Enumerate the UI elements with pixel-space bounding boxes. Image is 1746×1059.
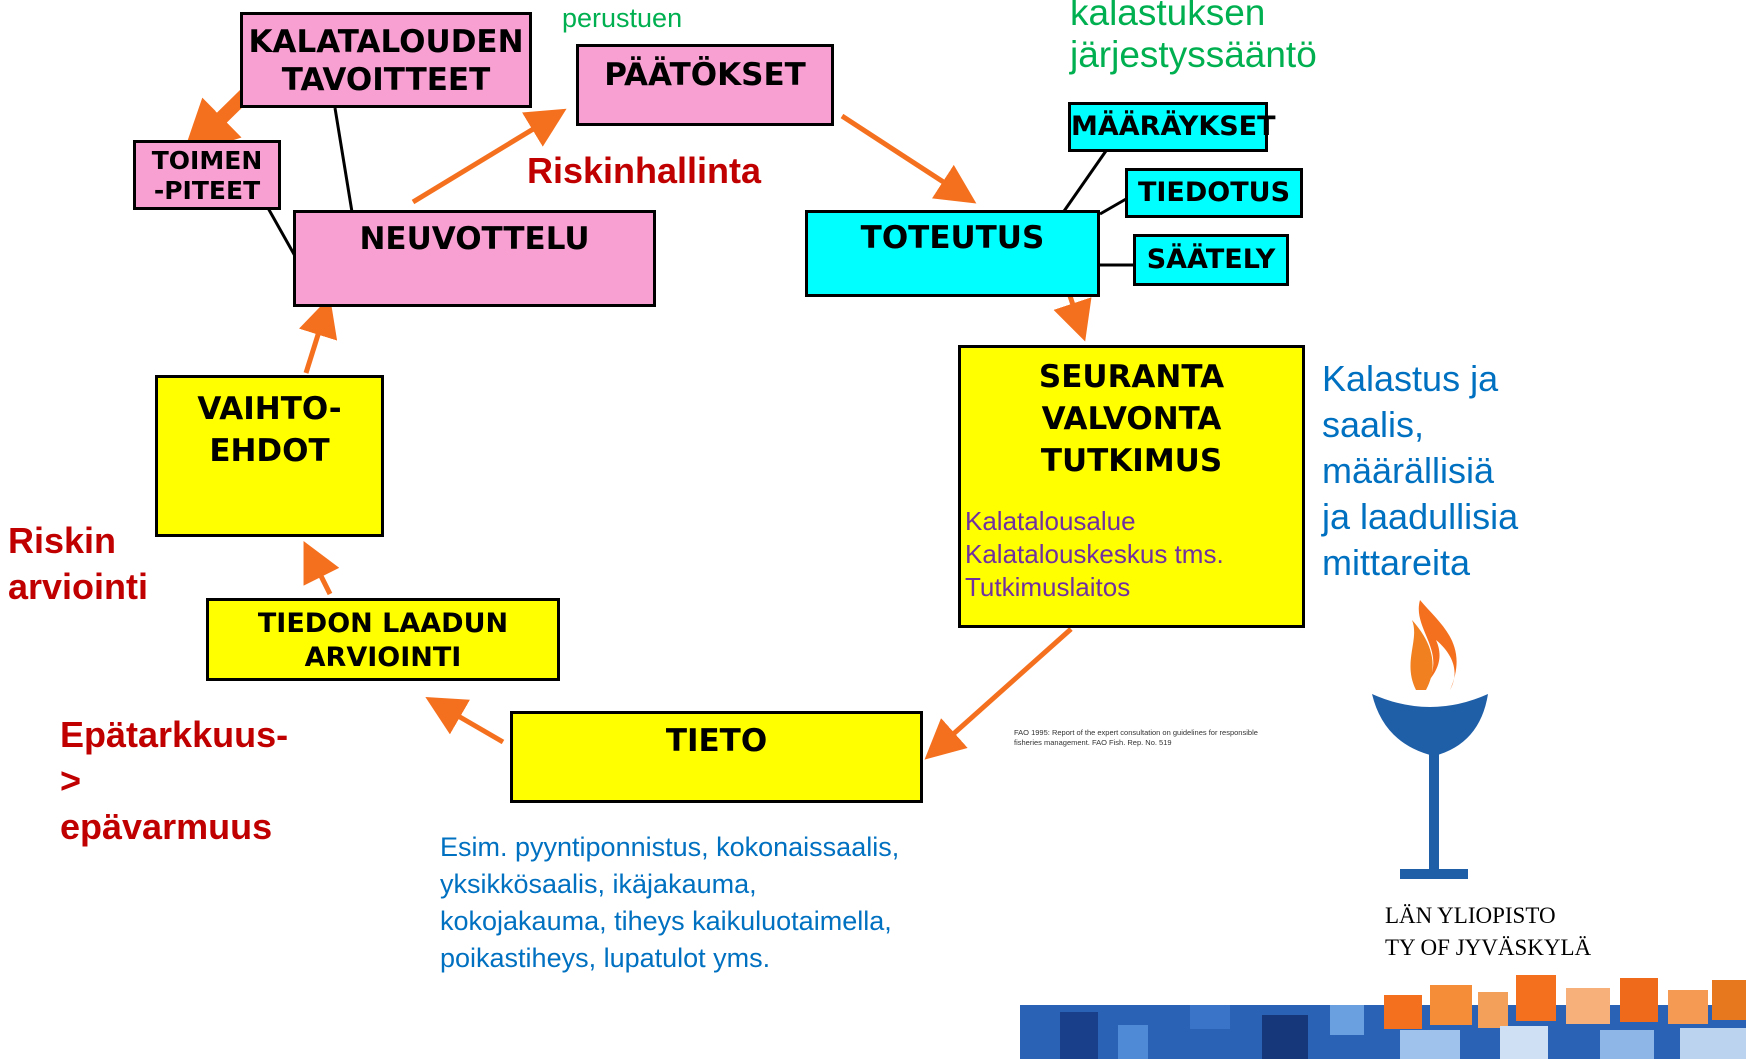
- tieto-example-line-1: Esim. pyyntiponnistus, kokonaissaalis,: [440, 832, 900, 862]
- band-block: [1566, 988, 1610, 1024]
- label-fao-reference: FAO 1995: Report of the expert consultat…: [1014, 728, 1258, 748]
- box-vaihtoehdot-line-1: VAIHTO-: [197, 391, 342, 427]
- fao-reference-line-1: FAO 1995: Report of the expert consultat…: [1014, 728, 1258, 737]
- box-seuranta: SEURANTA VALVONTA TUTKIMUS Kalatalousalu…: [958, 345, 1305, 628]
- box-vaihtoehdot: VAIHTO- EHDOT: [155, 375, 384, 537]
- label-kalastuksen-line-1: kalastuksen: [1070, 0, 1266, 33]
- flame-shape-2: [1410, 620, 1433, 690]
- box-saately: SÄÄTELY: [1133, 234, 1289, 286]
- arrow-neuvottelu-paatokset: [411, 108, 567, 205]
- band-block: [1330, 1005, 1364, 1035]
- box-neuvottelu-label: NEUVOTTELU: [359, 221, 590, 257]
- university-name-line-2: TY OF JYVÄSKYLÄ: [1385, 935, 1592, 960]
- band-block: [1430, 985, 1472, 1025]
- fao-reference-line-2: fisheries management. FAO Fish. Rep. No.…: [1014, 738, 1172, 747]
- label-riskin-line-1: Riskin: [8, 520, 117, 561]
- band-block: [1620, 978, 1658, 1022]
- label-kalastus-line-2: saalis,: [1322, 404, 1425, 445]
- box-toimenpiteet-line-1: TOIMEN: [151, 146, 263, 175]
- torch-cup: [1372, 694, 1488, 756]
- band-block: [1118, 1025, 1148, 1059]
- seuranta-actors: Kalatalousalue Kalatalouskeskus tms. Tut…: [965, 505, 1224, 604]
- label-kalastus-line-1: Kalastus ja: [1322, 358, 1499, 399]
- box-vaihtoehdot-line-2: EHDOT: [209, 433, 330, 469]
- label-tieto-examples: Esim. pyyntiponnistus, kokonaissaalis, y…: [440, 829, 899, 977]
- band-block: [1712, 980, 1746, 1020]
- connector-maaraykset-toteutus: [1060, 147, 1110, 215]
- label-epatarkkuus-line-1: Epätarkkuus-: [60, 714, 289, 755]
- box-kalatalouden-tavoitteet-line-1: KALATALOUDEN: [248, 24, 524, 60]
- label-riskin-line-2: arviointi: [8, 566, 149, 607]
- label-riskinhallinta: Riskinhallinta: [527, 150, 762, 191]
- seuranta-actor-1: Kalatalousalue: [965, 506, 1136, 536]
- label-riskin-arviointi: Riskin arviointi: [8, 518, 148, 610]
- band-block: [1478, 992, 1508, 1028]
- seuranta-actor-3: Tutkimuslaitos: [965, 572, 1131, 602]
- band-block: [1680, 1028, 1746, 1059]
- arrow-toteutus-seuranta: [1053, 295, 1092, 342]
- box-seuranta-line-1: SEURANTA: [1038, 359, 1225, 395]
- label-epatarkkuus-line-3: epävarmuus: [60, 806, 273, 847]
- box-toteutus: TOTEUTUS: [805, 210, 1100, 297]
- label-kalastus-line-5: mittareita: [1322, 542, 1471, 583]
- band-block: [1400, 1030, 1460, 1059]
- band-block: [1516, 975, 1556, 1021]
- torch-stem: [1429, 754, 1439, 869]
- box-kalatalouden-tavoitteet-line-2: TAVOITTEET: [281, 62, 491, 98]
- box-tiedon-laadun-line-2: ARVIOINTI: [304, 642, 462, 673]
- box-tieto: TIETO: [510, 711, 923, 803]
- tieto-example-line-2: yksikkösaalis, ikäjakauma,: [440, 869, 757, 899]
- box-tiedotus-label: TIEDOTUS: [1137, 177, 1291, 208]
- band-block: [1384, 995, 1422, 1029]
- label-epatarkkuus: Epätarkkuus- > epävarmuus: [60, 712, 288, 850]
- box-neuvottelu: NEUVOTTELU: [293, 210, 656, 307]
- band-block: [1190, 1005, 1230, 1029]
- box-toteutus-label: TOTEUTUS: [860, 220, 1045, 256]
- arrow-paatokset-toteutus: [840, 113, 977, 204]
- label-university-name: LÄN YLIOPISTO TY OF JYVÄSKYLÄ: [1385, 900, 1591, 964]
- torch-base: [1400, 869, 1468, 879]
- box-tiedotus: TIEDOTUS: [1125, 168, 1303, 218]
- connector-tavoitteet-neuvottelu: [333, 107, 354, 213]
- box-paatokset-label: PÄÄTÖKSET: [604, 57, 806, 93]
- connector-toimenpiteet-neuvottelu: [266, 207, 297, 257]
- band-block: [1668, 990, 1708, 1024]
- tieto-example-line-3: kokojakauma, tiheys kaikuluotaimella,: [440, 906, 892, 936]
- band-block: [1060, 1012, 1098, 1059]
- label-kalastus-mittareita: Kalastus ja saalis, määrällisiä ja laadu…: [1322, 356, 1518, 586]
- band-block: [1262, 1015, 1308, 1059]
- box-toimenpiteet: TOIMEN -PITEET: [133, 140, 281, 210]
- box-seuranta-line-3: TUTKIMUS: [1040, 443, 1223, 479]
- label-perustuen: perustuen: [562, 3, 683, 33]
- tieto-example-line-4: poikastiheys, lupatulot yms.: [440, 943, 771, 973]
- arrow-seuranta-tieto: [924, 627, 1073, 760]
- box-tiedon-laadun-line-1: TIEDON LAADUN: [257, 608, 509, 639]
- label-kalastus-line-3: määrällisiä: [1322, 450, 1495, 491]
- box-kalatalouden-tavoitteet: KALATALOUDEN TAVOITTEET: [240, 12, 532, 108]
- band-block: [1600, 1030, 1654, 1059]
- box-saately-label: SÄÄTELY: [1146, 244, 1276, 275]
- box-maaraykset-label: MÄÄRÄYKSET: [1071, 111, 1276, 142]
- box-paatokset: PÄÄTÖKSET: [576, 44, 834, 126]
- university-name-line-1: LÄN YLIOPISTO: [1385, 903, 1556, 928]
- label-kalastuksen-jarjestyssaanto: kalastuksen järjestyssääntö: [1070, 0, 1317, 76]
- label-kalastuksen-line-2: järjestyssääntö: [1070, 34, 1317, 75]
- box-tiedon-laadun-arviointi: TIEDON LAADUN ARVIOINTI: [206, 598, 560, 681]
- label-kalastus-line-4: ja laadullisia: [1322, 496, 1519, 537]
- flame-shape: [1418, 600, 1457, 690]
- seuranta-actor-2: Kalatalouskeskus tms.: [965, 539, 1224, 569]
- label-epatarkkuus-line-2: >: [60, 760, 82, 801]
- arrow-tieto-tiedonlaadun: [425, 696, 505, 745]
- arrow-tiedonlaadun-vaihtoehdot: [303, 541, 340, 596]
- box-seuranta-line-2: VALVONTA: [1041, 401, 1222, 437]
- box-tieto-label: TIETO: [665, 723, 768, 759]
- box-toimenpiteet-line-2: -PITEET: [153, 176, 261, 205]
- box-maaraykset: MÄÄRÄYKSET: [1068, 102, 1276, 152]
- band-block: [1500, 1026, 1548, 1059]
- arrow-vaihtoehdot-neuvottelu: [298, 296, 338, 374]
